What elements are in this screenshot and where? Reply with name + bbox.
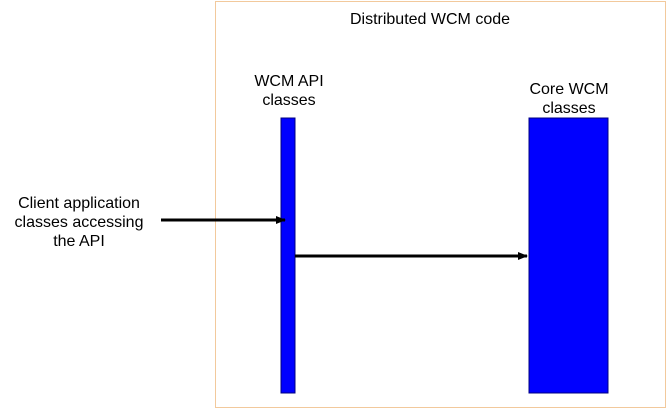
api-classes-block xyxy=(280,117,296,394)
api-label-line-1: WCM API xyxy=(254,73,324,90)
api-classes-label: WCM API classes xyxy=(238,72,340,110)
core-label-line-2: classes xyxy=(542,100,596,117)
core-label-line-1: Core WCM xyxy=(529,81,609,98)
core-classes-label: Core WCM classes xyxy=(500,80,638,118)
container-title-text: Distributed WCM code xyxy=(349,11,511,28)
client-label-line-2: classes accessing xyxy=(14,214,144,231)
api-label-line-2: classes xyxy=(262,92,316,109)
core-classes-block xyxy=(528,117,609,394)
client-label-line-3: the API xyxy=(53,233,105,250)
client-label-line-1: Client application xyxy=(18,195,140,212)
container-title: Distributed WCM code xyxy=(330,10,530,29)
client-application-label: Client application classes accessing the… xyxy=(0,194,158,251)
distributed-code-container xyxy=(215,1,666,408)
